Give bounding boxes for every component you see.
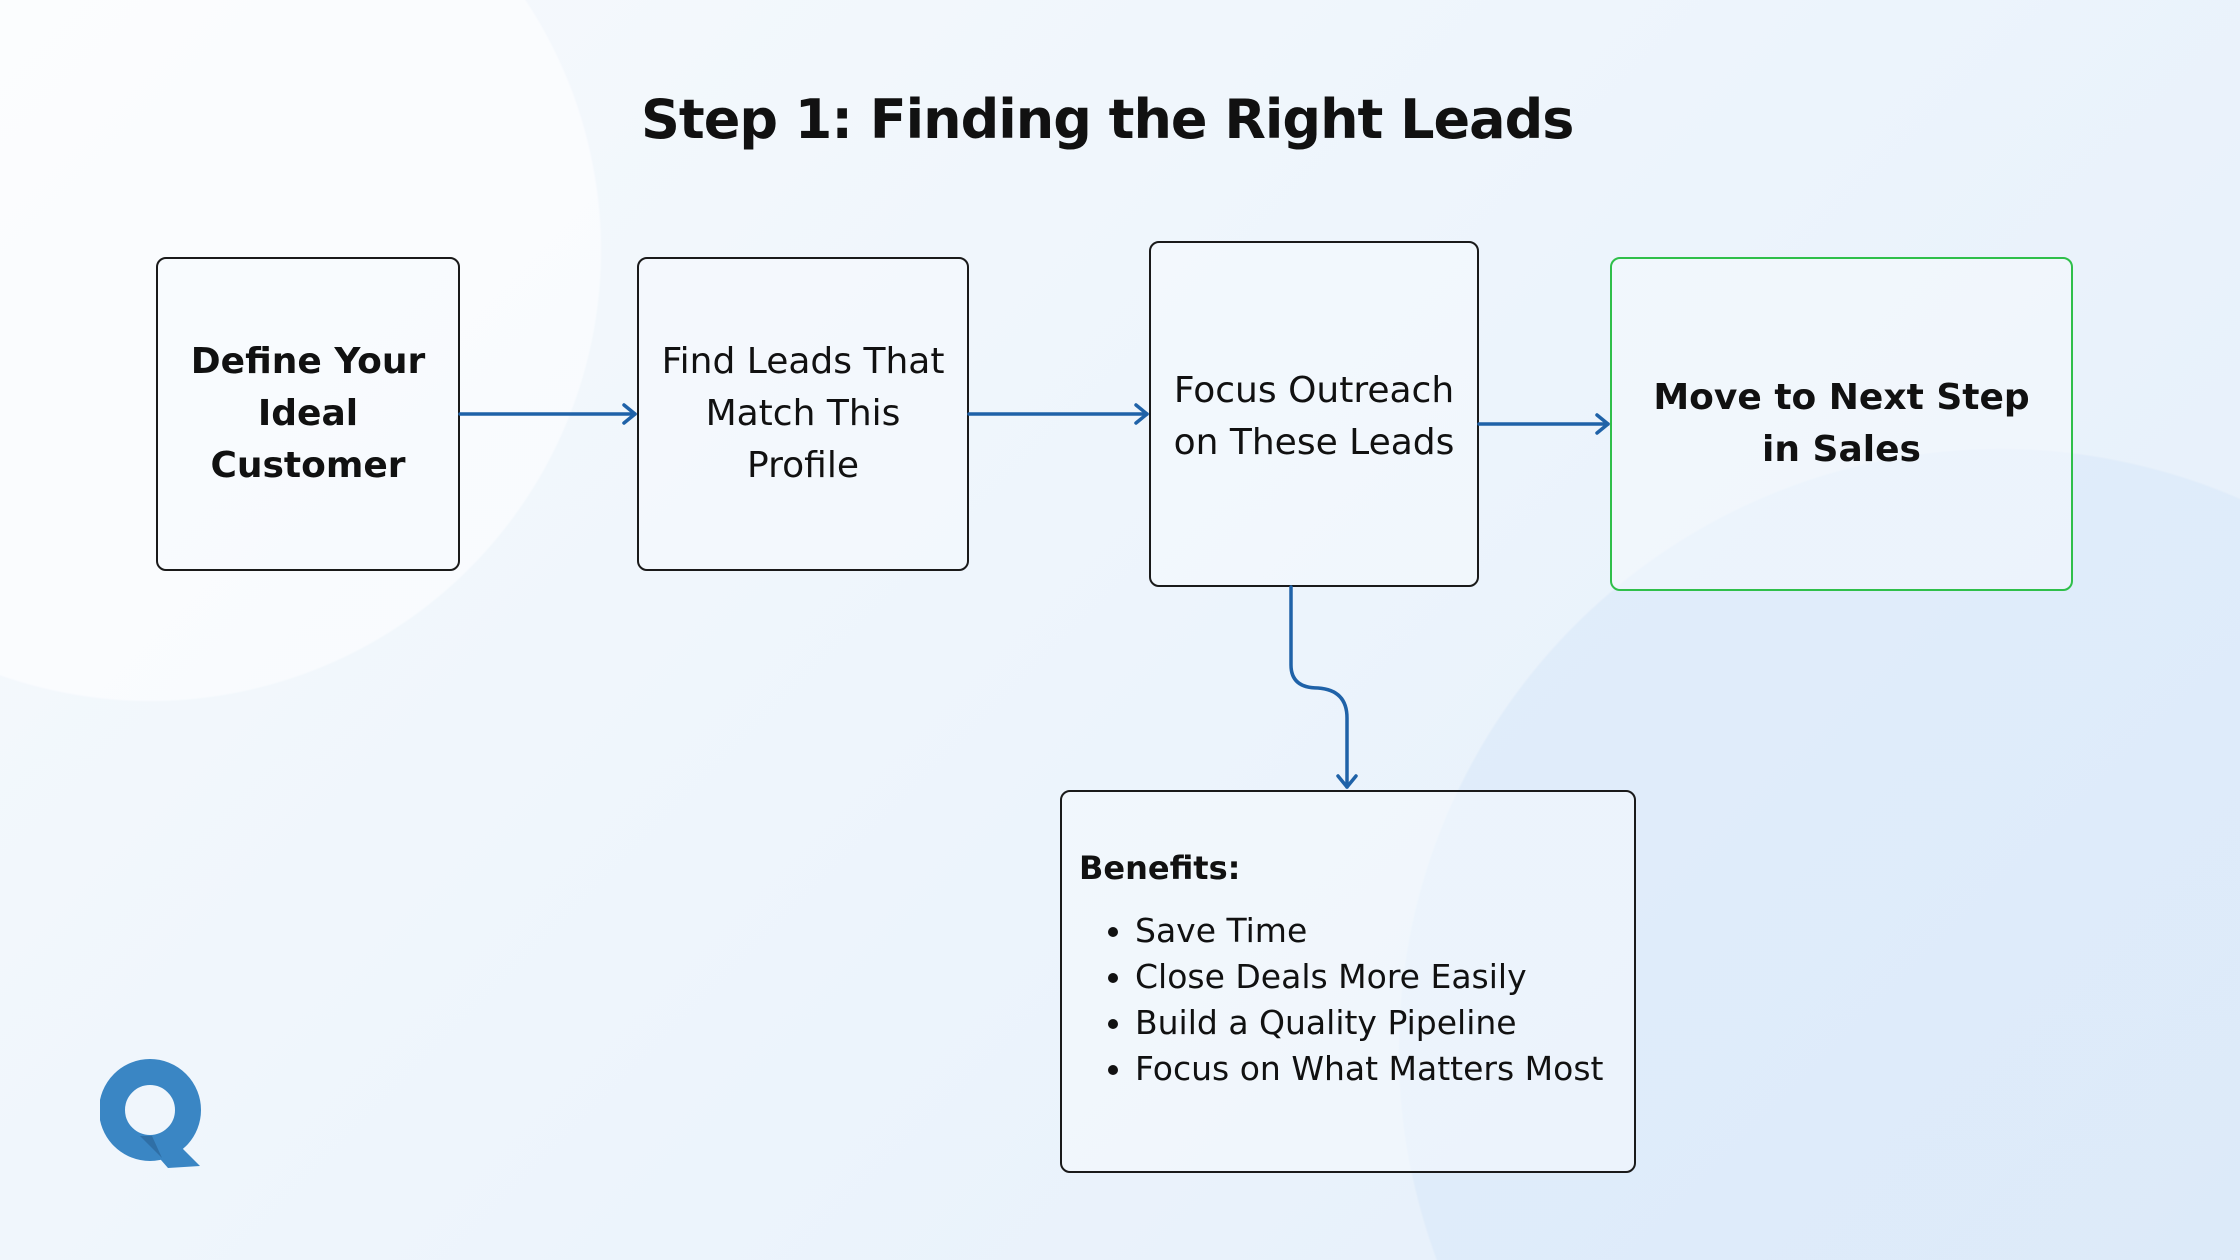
logo	[99, 1058, 210, 1177]
step-label: Find Leads That Match This Profile	[661, 341, 945, 486]
arrow-1-to-2	[458, 403, 637, 425]
q-logo-icon	[99, 1059, 201, 1168]
arrow-3-to-4	[1477, 413, 1610, 435]
page-title: Step 1: Finding the Right Leads	[641, 88, 1574, 151]
list-item: Focus on What Matters Most	[1135, 1046, 1634, 1092]
benefits-heading: Benefits:	[1079, 849, 1241, 887]
step-find-leads: Find Leads That Match This Profile	[637, 257, 969, 571]
list-item: Build a Quality Pipeline	[1135, 1000, 1634, 1046]
arrow-2-to-3	[967, 403, 1149, 425]
step-label: Define Your Ideal Customer	[190, 341, 426, 486]
step-label: Focus Outreach on These Leads	[1173, 370, 1455, 463]
step-focus-outreach: Focus Outreach on These Leads	[1149, 241, 1479, 587]
step-next-step: Move to Next Step in Sales	[1610, 257, 2073, 591]
list-item: Save Time	[1135, 908, 1634, 954]
step-label: Move to Next Step in Sales	[1653, 377, 2030, 470]
benefits-box: Benefits: Save Time Close Deals More Eas…	[1060, 790, 1636, 1173]
benefits-list: Save Time Close Deals More Easily Build …	[1079, 908, 1634, 1092]
arrow-3-to-benefits	[1289, 585, 1358, 789]
step-define-customer: Define Your Ideal Customer	[156, 257, 460, 571]
list-item: Close Deals More Easily	[1135, 954, 1634, 1000]
